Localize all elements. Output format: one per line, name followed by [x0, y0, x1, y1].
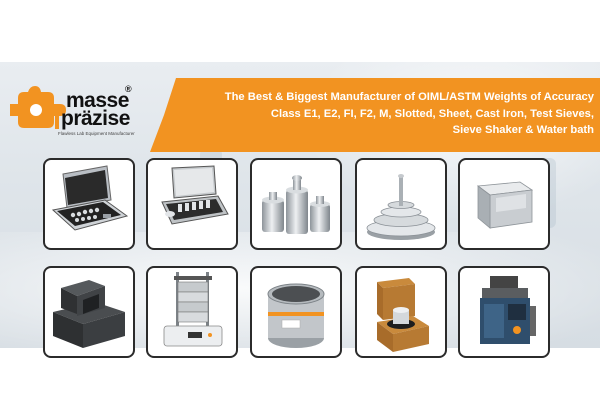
weight-set-case-open-icon: [51, 165, 129, 231]
brand-accent-bar: [55, 114, 59, 129]
weight-set-case-icon: [161, 165, 229, 225]
product-tile-test-sieve[interactable]: [250, 266, 342, 358]
headline-line3: Sieve Shaker & Water bath: [452, 124, 594, 136]
headline-text: The Best & Biggest Manufacturer of OIML/…: [174, 89, 594, 139]
ribbon-shape: [150, 78, 600, 152]
product-tile-wooden-box-weight[interactable]: [355, 266, 447, 358]
wooden-box-weight-icon: [377, 278, 429, 352]
cylindrical-weights-icon: [262, 175, 330, 234]
headline-line1: The Best & Biggest Manufacturer of OIML/…: [224, 91, 594, 103]
brand-name-line2: präzise: [61, 107, 130, 130]
test-sieve-icon: [267, 283, 325, 348]
headline-line2: Class E1, E2, FI, F2, M, Slotted, Sheet,…: [270, 107, 594, 120]
slotted-weights-stack-icon: [366, 174, 436, 240]
brand-tagline: Flawless Lab Equipment Manufacturer: [58, 131, 135, 136]
product-tile-sieve-shaker[interactable]: [146, 266, 238, 358]
product-tile-water-bath[interactable]: [458, 266, 550, 358]
headline-ribbon: The Best & Biggest Manufacturer of OIML/…: [150, 78, 600, 152]
product-tile-slotted-weights[interactable]: [355, 158, 447, 250]
puzzle-mark-icon: [10, 86, 66, 128]
brand-logo[interactable]: masse ® präzise Flawless Lab Equipment M…: [8, 68, 156, 136]
product-tile-cast-iron-weight[interactable]: [43, 266, 135, 358]
water-bath-icon: [480, 276, 536, 344]
sieve-shaker-icon: [163, 272, 223, 347]
product-tile-weight-set-case[interactable]: [146, 158, 238, 250]
brand-name-line1: masse: [66, 89, 129, 112]
product-tile-cylindrical-weights[interactable]: [250, 158, 342, 250]
product-tile-sheet-weight[interactable]: [458, 158, 550, 250]
cast-iron-weight-icon: [53, 280, 125, 348]
sheet-weight-bar-icon: [476, 181, 534, 229]
registered-mark: ®: [125, 84, 132, 94]
product-tile-weight-set-open[interactable]: [43, 158, 135, 250]
